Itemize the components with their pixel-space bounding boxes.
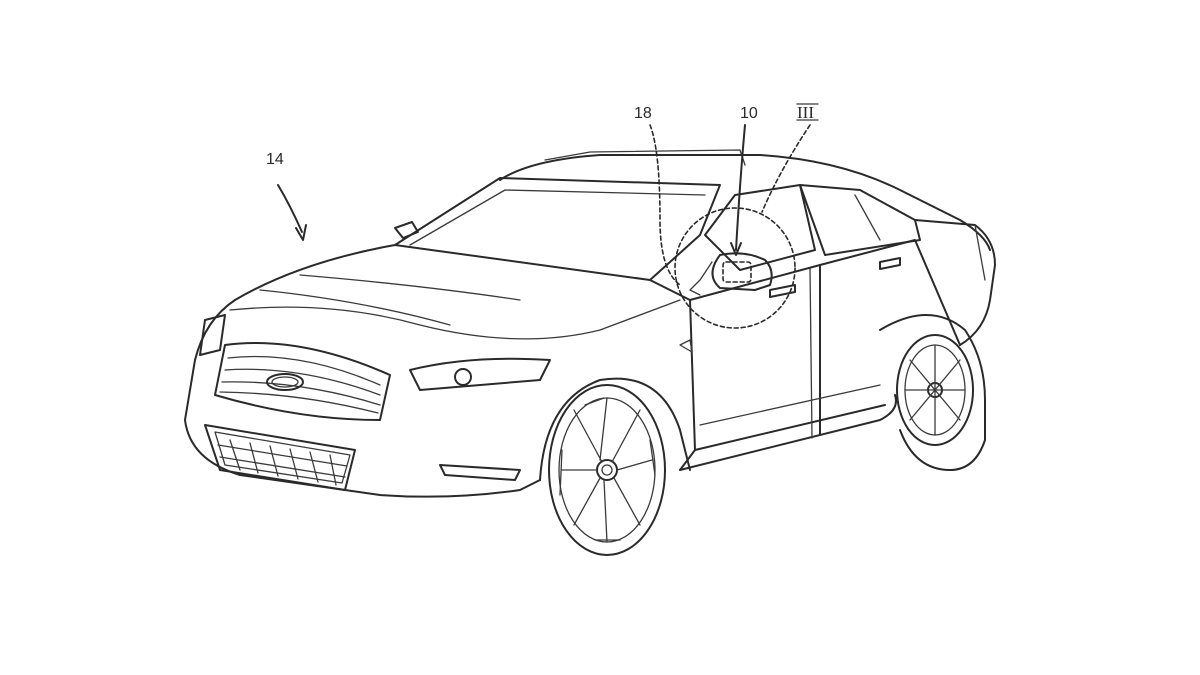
label-detail-view: III [797, 103, 814, 122]
headlights [199, 314, 693, 391]
rear-wheel [879, 314, 986, 471]
label-feature: 10 [740, 105, 758, 122]
detail-circle [674, 207, 796, 329]
leader-lines [277, 124, 811, 286]
car-body [184, 149, 996, 498]
front-wheel [539, 377, 691, 556]
side-mirror [689, 252, 773, 296]
front-grille [214, 342, 391, 421]
lower-intake [204, 424, 521, 491]
label-vehicle: 14 [266, 151, 284, 168]
far-mirror [394, 221, 419, 239]
label-mirror-region: 18 [634, 105, 652, 122]
